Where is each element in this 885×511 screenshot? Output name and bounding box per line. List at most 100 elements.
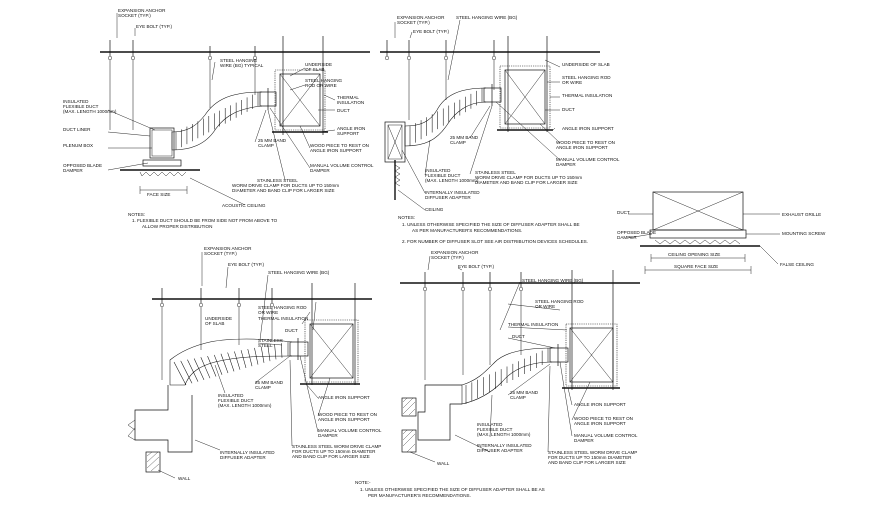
d4-leaders: [157, 252, 331, 479]
d5-label-ss-worm3: AND BAND CLIP FOR LARGER SIZE: [548, 460, 626, 465]
d3-exhaust-grille: [654, 239, 741, 245]
d1-label-eye-bolt: EYE BOLT (TYP.): [136, 24, 172, 29]
d5-label-band-clamp: 25 MM BAND: [510, 390, 539, 395]
d1-label-worm-drive2: DIAMETER AND BAND CLIP FOR LARGER SIZE: [232, 188, 335, 193]
d2-leaders: [394, 19, 561, 211]
d4-eye-bolts: [159, 288, 275, 308]
d3-label-duct: DUCT: [617, 210, 630, 215]
d2-label-vcd2: DAMPER: [556, 162, 576, 167]
d5-label-hanging-wire: STEEL HANGING WIRE (BG): [522, 278, 584, 283]
d5-label-insulated: INSULATED: [477, 422, 503, 427]
d5-label-hanging-rod: STEEL HANGING ROD: [535, 299, 584, 304]
d5-notes-title: NOTE:-: [355, 480, 371, 485]
d2-notes-title: NOTES:: [398, 215, 415, 220]
d4-label-socket: SOCKET (TYP.): [204, 251, 237, 256]
d1-label-wood-piece2: ANGLE IRON SUPPORT: [310, 148, 362, 153]
d5-label-ss-worm: STAINLESS STEEL WORM DRIVE CLAMP: [548, 450, 637, 455]
d2-eye-bolts: [384, 40, 497, 61]
d4-label-of-slab: OF SLAB: [205, 321, 224, 326]
d5-label-vcd: MANUAL VOLUME CONTROL: [574, 433, 638, 438]
d1-label-acoustic: ACOUSTIC CEILING: [222, 203, 266, 208]
d2-label-angle-iron: ANGLE IRON SUPPORT: [562, 126, 614, 131]
d3-leaders: [627, 213, 780, 265]
flex-duct-rib: [213, 354, 223, 375]
d2-label-eye-bolt: EYE BOLT (TYP.): [413, 29, 449, 34]
d5-label-thermal: THERMAL INSULATION: [508, 322, 558, 327]
d4-label-vcd2: DAMPER: [318, 433, 338, 438]
d1-flexible-duct: [171, 91, 263, 151]
d2-flexible-duct-ribs: [409, 88, 483, 146]
flex-duct-rib: [281, 343, 283, 358]
d1-label-socket: SOCKET (TYP.): [118, 13, 151, 18]
flex-duct-rib: [247, 348, 253, 367]
detail-1-plenum-box-diffuser: EXPANSION ANCHOR SOCKET (TYP.) EYE BOLT …: [63, 8, 374, 229]
d2-hanging-wires: [408, 60, 495, 120]
flex-duct-rib: [227, 352, 235, 372]
d4-label-band-clamp: 25 MM BAND: [255, 380, 284, 385]
d5-label-ss-worm2: FOR DUCTS UP TO 150mm DIAMETER: [548, 455, 632, 460]
d1-label-thermal: THERMAL: [337, 95, 359, 100]
d1-label-band-clamp2: CLAMP: [258, 143, 274, 148]
d2-label-ceiling: CEILING: [425, 207, 444, 212]
d3-opposed-blade-damper: [649, 229, 747, 239]
flex-duct-rib: [180, 360, 193, 384]
d1-eye-bolts: [107, 40, 258, 61]
d4-label-vcd: MANUAL VOLUME CONTROL: [318, 428, 382, 433]
d5-note-1: 1. UNLESS OTHERWISE SPECIFIED THE SIZE O…: [360, 487, 545, 492]
flex-duct-rib: [260, 346, 265, 363]
d5-note-1b: PER MANUFACTURER'S RECOMMENDATIONS.: [368, 493, 471, 498]
d1-label-angle-iron2: SUPPORT: [337, 131, 359, 136]
d1-label-wood-piece: WOOD PIECE TO REST ON: [310, 143, 369, 148]
d2-label-band-clamp: 25 MM BAND: [450, 135, 479, 140]
d3-label-damper: DAMPER: [617, 235, 637, 240]
d1-plenum-box: [149, 127, 175, 159]
d4-label-underside: UNDERSIDE: [205, 316, 232, 321]
d2-label-worm-drive: WORM DRIVE CLAMP FOR DUCTS UP TO 150mm: [475, 175, 582, 180]
d3-label-opposed-blade: OPPOSED BLADE: [617, 230, 656, 235]
d2-label-wood-piece2: ANGLE IRON SUPPORT: [556, 145, 608, 150]
d1-thermal-insulation: [274, 69, 326, 131]
d4-label-steel: STEEL: [258, 343, 273, 348]
d4-label-hanging-rod: STEEL HANGING ROD: [258, 305, 307, 310]
d5-flexible-duct: [461, 347, 553, 405]
d1-flexible-duct-ribs: [175, 92, 259, 150]
d2-label-thermal: THERMAL INSULATION: [562, 93, 612, 98]
d4-label-rod-or-wire: OR WIRE: [258, 310, 278, 315]
d4-label-flexible-duct: FLEXIBLE DUCT: [218, 398, 254, 403]
d1-label-vcd: MANUAL VOLUME CONTROL: [310, 163, 374, 168]
d5-label-wood-piece2: ANGLE IRON SUPPORT: [574, 421, 626, 426]
d3-label-ceiling-opening: CEILING OPENING SIZE: [668, 252, 720, 257]
d4-spigot: [289, 341, 309, 357]
d1-label-duct: DUCT: [337, 108, 350, 113]
d4-label-duct: DUCT: [285, 328, 298, 333]
d4-label-eye-bolt: EYE BOLT (TYP.): [228, 262, 264, 267]
d2-label-hanging-wire: STEEL HANGING WIRE (BG): [456, 15, 518, 20]
d5-label-wood-piece: WOOD PIECE TO REST ON: [574, 416, 633, 421]
flex-duct-rib: [207, 356, 217, 377]
d5-hanging-wires: [424, 291, 522, 380]
d2-label-vcd: MANUAL VOLUME CONTROL: [556, 157, 620, 162]
flex-duct-rib: [274, 344, 277, 360]
d2-label-stainless: STAINLESS STEEL: [475, 170, 516, 175]
d1-label-max-length: (MAX. LENGTH 1000mm): [63, 109, 117, 114]
d2-note-2: 2. FOR NUMBER OF DIFFUSER SLOT SEE AIR D…: [402, 239, 588, 244]
d2-label-worm-drive2: DIAMETER AND BAND CLIP FOR LARGER SIZE: [475, 180, 578, 185]
d5-wall-upper: [401, 397, 417, 417]
d2-label-hanging-rod: STEEL HANGING ROD: [562, 75, 611, 80]
d3-label-mounting-screw: MOUNTING SCREW: [782, 231, 826, 236]
d5-leaders: [409, 255, 591, 463]
flex-duct-rib: [267, 345, 271, 362]
d4-flexible-duct: [169, 338, 293, 386]
d1-label-angle-iron: ANGLE IRON: [337, 126, 365, 131]
d4-label-stainless: STAINLESS: [258, 338, 283, 343]
d1-hanging-wires: [109, 60, 256, 130]
d5-eye-bolts: [422, 272, 524, 292]
d2-label-underside: UNDERSIDE OF SLAB: [562, 62, 610, 67]
d1-note-1: 1. FLEXIBLE DUCT SHOULD BE FROM SIDE NOT…: [132, 218, 278, 223]
d5-label-band-clamp2: CLAMP: [510, 395, 526, 400]
d1-label-rod-or-wire: ROD OR WIRE: [305, 83, 337, 88]
d1-note-1b: ALLOW PROPER DISTRIBUTION: [142, 224, 212, 229]
d2-label-band-clamp2: CLAMP: [450, 140, 466, 145]
d2-label-socket: SOCKET (TYP.): [397, 20, 430, 25]
